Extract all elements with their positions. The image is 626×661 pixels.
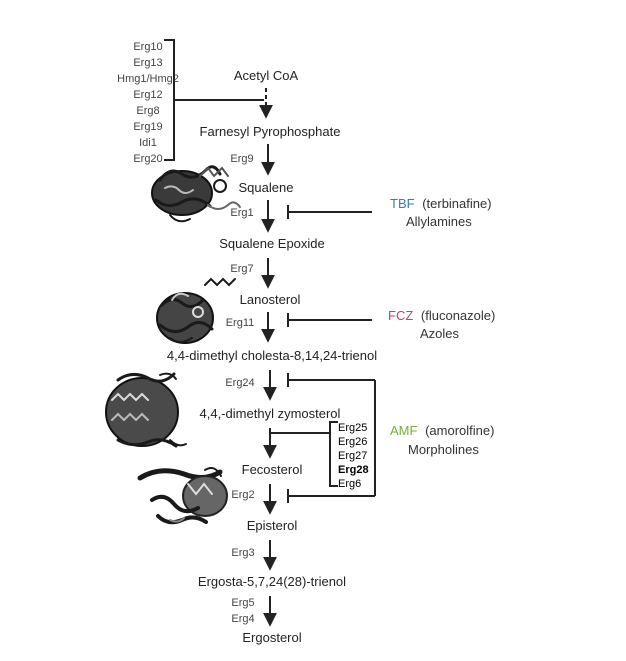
- svg-text:FCZ (fluconazole): FCZ (fluconazole): [388, 308, 495, 323]
- svg-text:TBF (terbinafine): TBF (terbinafine): [390, 196, 492, 211]
- enzyme-label: Erg19: [133, 121, 162, 133]
- enzyme-erg2: Erg2: [231, 489, 254, 501]
- drug-name-fcz: (fluconazole): [421, 308, 495, 323]
- metabolite-squalene-epoxide: Squalene Epoxide: [219, 236, 325, 251]
- erg-block-item: Erg26: [338, 436, 367, 448]
- erg-block-bracket: [329, 421, 338, 487]
- enzyme-label: Erg13: [133, 57, 162, 69]
- enzyme-erg9: Erg9: [230, 153, 253, 165]
- enzyme-label: Erg8: [136, 105, 159, 117]
- erg-block-item: Erg27: [338, 450, 367, 462]
- metabolite-dimethyl-zymosterol: 4,4,-dimethyl zymosterol: [200, 406, 341, 421]
- protein-structure-erg2: [137, 467, 228, 525]
- enzyme-bracket: [164, 39, 175, 161]
- enzyme-label: Hmg1/Hmg2: [117, 73, 179, 85]
- drug-class-tbf: Allylamines: [406, 214, 472, 229]
- drug-abbr-amf: AMF: [390, 423, 418, 438]
- drug-name-tbf: (terbinafine): [422, 196, 491, 211]
- drug-abbr-fcz: FCZ: [388, 308, 413, 323]
- svg-text:AMF (amorolfine): AMF (amorolfine): [390, 423, 494, 438]
- metabolite-episterol: Episterol: [247, 518, 298, 533]
- drug-tbf: TBF (terbinafine) Allylamines: [390, 196, 492, 229]
- metabolite-farnesyl-pyrophosphate: Farnesyl Pyrophosphate: [200, 124, 341, 139]
- drug-name-amf: (amorolfine): [425, 423, 494, 438]
- enzyme-erg7: Erg7: [230, 263, 253, 275]
- erg-block-item: Erg25: [338, 422, 367, 434]
- enzyme-erg3: Erg3: [231, 547, 254, 559]
- enzyme-label: Idi1: [139, 137, 157, 149]
- enzyme-label: Erg10: [133, 41, 162, 53]
- metabolite-ergosta-trienol: Ergosta-5,7,24(28)-trienol: [198, 574, 346, 589]
- enzyme-label: Erg20: [133, 153, 162, 165]
- metabolite-fecosterol: Fecosterol: [242, 462, 303, 477]
- drug-class-fcz: Azoles: [420, 326, 460, 341]
- metabolite-dimethyl-cholesta: 4,4-dimethyl cholesta-8,14,24-trienol: [167, 348, 377, 363]
- metabolite-squalene: Squalene: [239, 180, 294, 195]
- metabolite-lanosterol: Lanosterol: [240, 292, 301, 307]
- erg-block-list: Erg25 Erg26 Erg27 Erg28 Erg6: [338, 422, 369, 490]
- erg-block-item-highlighted: Erg28: [338, 464, 369, 476]
- protein-structure-erg24: [105, 372, 187, 448]
- enzyme-erg4: Erg4: [231, 613, 254, 625]
- metabolite-acetyl-coa: Acetyl CoA: [234, 68, 299, 83]
- drug-class-amf: Morpholines: [408, 442, 479, 457]
- enzyme-erg11: Erg11: [226, 317, 255, 329]
- drug-abbr-tbf: TBF: [390, 196, 415, 211]
- enzyme-erg5: Erg5: [231, 597, 254, 609]
- drug-amf: AMF (amorolfine) Morpholines: [390, 423, 494, 457]
- enzyme-erg24: Erg24: [225, 377, 254, 389]
- enzyme-label: Erg12: [133, 89, 162, 101]
- erg-block-item: Erg6: [338, 478, 361, 490]
- protein-structure-erg1: [151, 165, 241, 223]
- top-enzyme-list: Erg10 Erg13 Hmg1/Hmg2 Erg12 Erg8 Erg19 I…: [117, 41, 179, 165]
- enzyme-erg1: Erg1: [230, 207, 253, 219]
- drug-fcz: FCZ (fluconazole) Azoles: [388, 308, 495, 341]
- metabolite-ergosterol: Ergosterol: [242, 630, 301, 645]
- protein-structure-erg11: [156, 277, 236, 344]
